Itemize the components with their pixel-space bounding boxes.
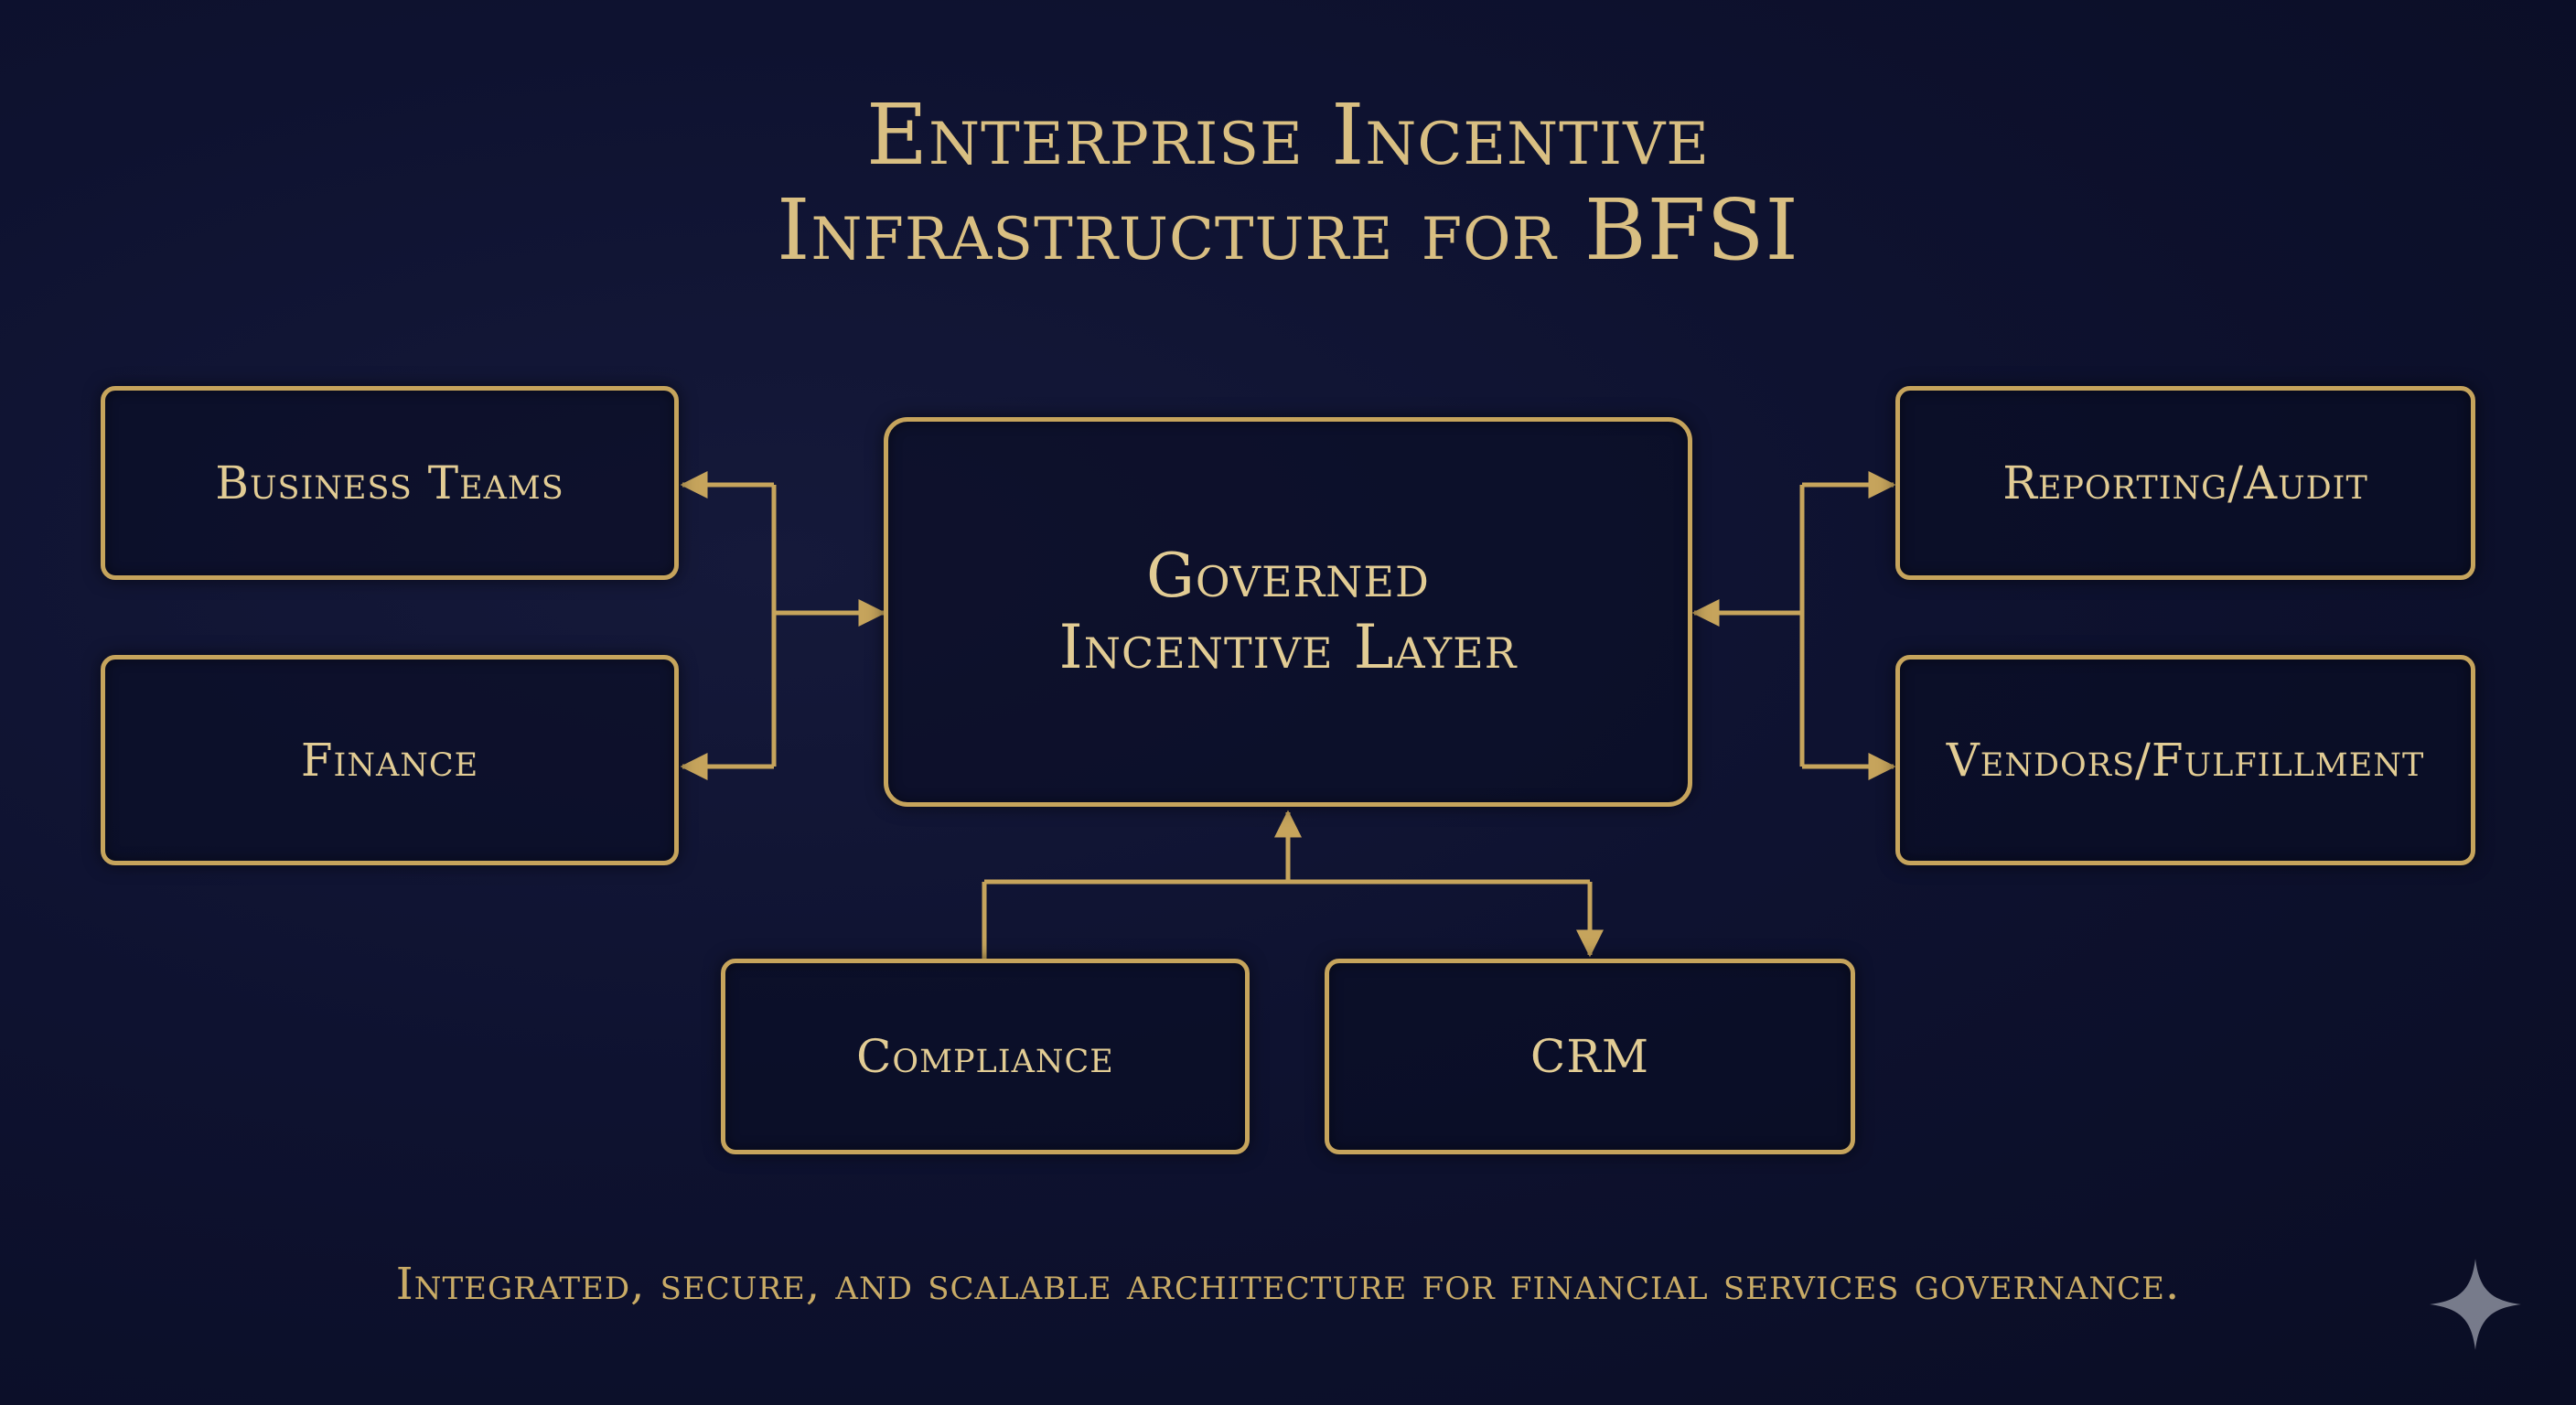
node-business-teams-label: Business Teams [215, 456, 564, 509]
node-reporting-audit-label: Reporting/Audit [2002, 456, 2368, 509]
node-reporting-audit: Reporting/Audit [1895, 386, 2475, 580]
node-governed-incentive-layer: Governed Incentive Layer [884, 417, 1692, 807]
node-finance: Finance [101, 655, 679, 865]
footer-caption: Integrated, secure, and scalable archite… [395, 1259, 2181, 1310]
center-line-1: Governed [1146, 541, 1430, 611]
node-compliance-label: Compliance [856, 1030, 1114, 1083]
node-business-teams: Business Teams [101, 386, 679, 580]
node-vendors-fulfillment: Vendors/Fulfillment [1895, 655, 2475, 865]
node-compliance: Compliance [721, 959, 1250, 1154]
node-finance-label: Finance [300, 734, 479, 787]
node-crm-label: CRM [1530, 1030, 1650, 1083]
center-line-2: Incentive Layer [1058, 612, 1518, 682]
node-vendors-fulfillment-label: Vendors/Fulfillment [1946, 734, 2425, 787]
sparkle-icon [2430, 1259, 2521, 1350]
title-line-2: Infrastructure for BFSI [777, 181, 1799, 279]
diagram-title: Enterprise Incentive Infrastructure for … [0, 88, 2576, 278]
node-crm: CRM [1325, 959, 1855, 1154]
title-line-1: Enterprise Incentive [865, 86, 1711, 184]
